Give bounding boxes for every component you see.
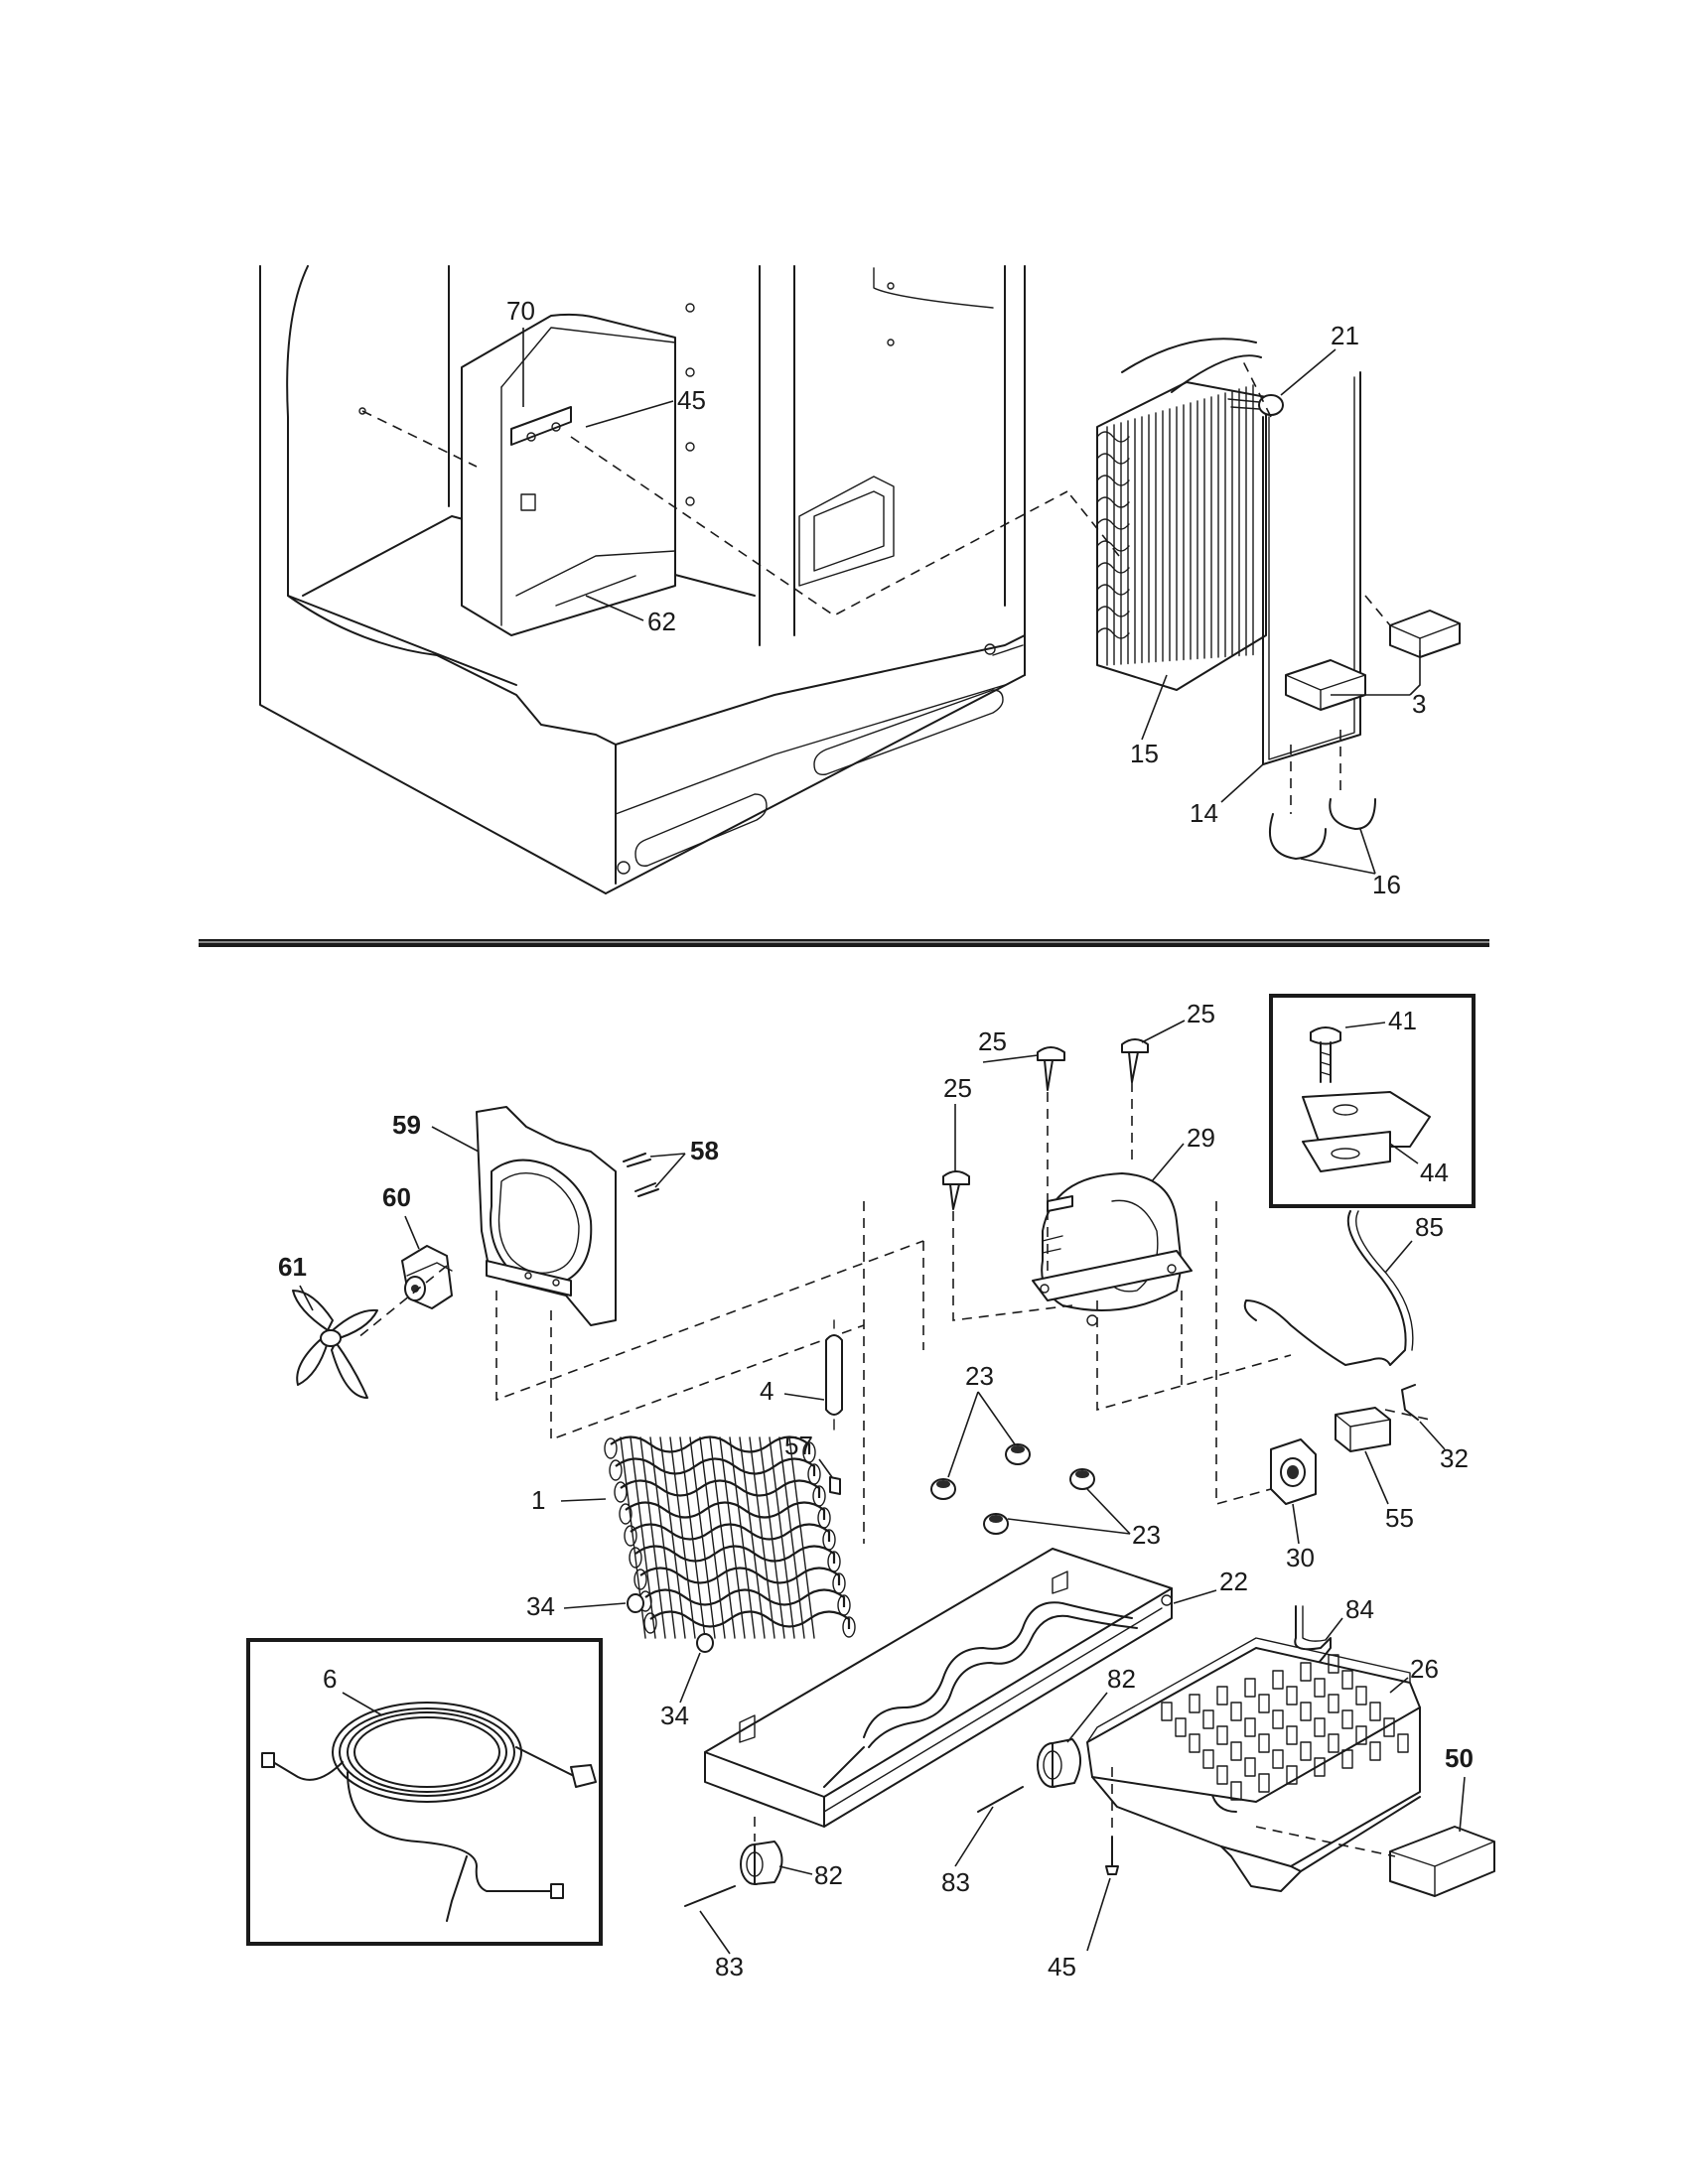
evaporator-coil [1096,338,1267,691]
grommets-23 [930,1443,1095,1535]
inset-power-cord [246,1638,603,1946]
callout-41: 41 [1388,1006,1417,1035]
callout-85: 85 [1415,1212,1444,1242]
overload-30 [1270,1438,1317,1505]
callout-34b: 34 [660,1701,689,1730]
callout-45b: 45 [1048,1952,1076,1981]
thermistor-21 [1227,394,1284,416]
callout-82b: 82 [814,1860,843,1890]
callout-44: 44 [1420,1158,1449,1187]
callout-84: 84 [1345,1594,1374,1624]
defrost-heater-14 [1262,371,1361,765]
screws-25 [942,1038,1149,1210]
callout-25b: 25 [978,1026,1007,1056]
callout-29: 29 [1187,1123,1215,1153]
callout-1: 1 [531,1485,545,1515]
callout-14: 14 [1190,798,1218,828]
callout-21: 21 [1331,321,1359,350]
condenser-coil-1 [604,1435,856,1639]
foot-82-left [740,1841,783,1885]
clip-57 [829,1476,841,1495]
callout-55: 55 [1385,1503,1414,1533]
callout-61: 61 [278,1252,307,1282]
screws-58 [623,1153,659,1197]
callout-3: 3 [1412,689,1426,719]
section-divider [199,939,1489,947]
callout-50: 50 [1445,1743,1474,1773]
screw-45-lower [1105,1836,1119,1875]
callout-62: 62 [647,607,676,636]
callout-15: 15 [1130,739,1159,768]
callout-25a: 25 [1187,999,1215,1028]
callout-60: 60 [382,1182,411,1212]
callout-16: 16 [1372,870,1401,899]
callout-6: 6 [323,1664,337,1694]
callout-30: 30 [1286,1543,1315,1572]
foot-82-right [1037,1738,1081,1788]
clips-16 [1268,798,1376,860]
inset-bracket [1269,994,1476,1208]
fan-motor-60 [401,1245,453,1309]
callout-82a: 82 [1107,1664,1136,1694]
bracket-32 [1401,1384,1419,1421]
relay-55 [1335,1407,1391,1452]
callout-23a: 23 [965,1361,994,1391]
compressor-29 [1032,1172,1193,1326]
callout-23b: 23 [1132,1520,1161,1550]
cabinet-liner [259,265,1026,894]
base-pan-22 [704,1548,1173,1828]
grommets-34 [627,1593,714,1653]
upper-callouts: 70 45 62 21 15 14 3 16 [506,296,1426,899]
callout-26: 26 [1410,1654,1439,1684]
part-50 [1389,1826,1495,1897]
condenser-fan-shroud-59 [476,1106,617,1326]
callout-34a: 34 [526,1591,555,1621]
callout-58: 58 [690,1136,719,1165]
callout-83b: 83 [715,1952,744,1981]
evaporator-fan-housing [461,313,676,636]
screws-83 [684,1786,1024,1907]
callout-22: 22 [1219,1567,1248,1596]
callout-83a: 83 [941,1867,970,1897]
tube-85 [1243,1210,1414,1366]
callout-25c: 25 [943,1073,972,1103]
drier-4 [825,1319,843,1431]
callout-59: 59 [392,1110,421,1140]
fan-blade-61 [292,1290,378,1399]
callout-70: 70 [506,296,535,326]
callout-4: 4 [760,1376,774,1406]
callout-45: 45 [677,385,706,415]
drain-pan-26 [1086,1637,1421,1892]
